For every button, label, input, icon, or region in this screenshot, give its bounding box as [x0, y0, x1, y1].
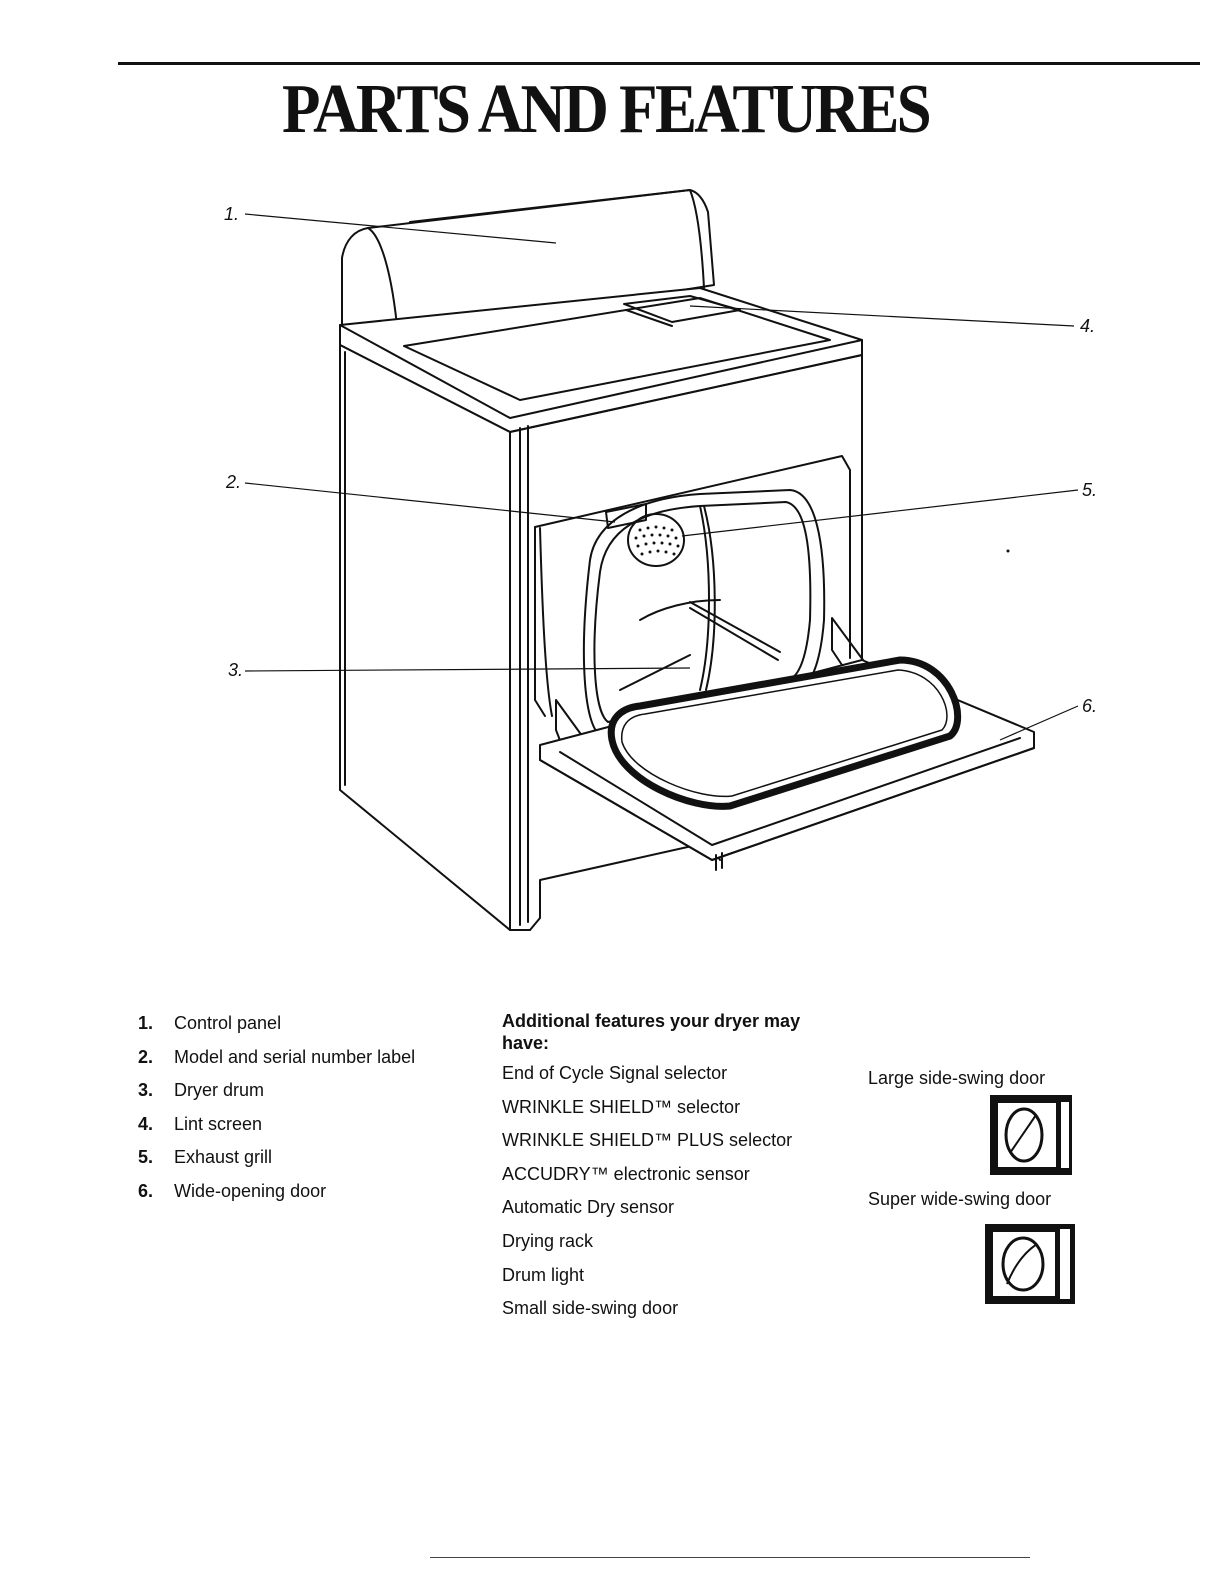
dryer-illustration — [244, 189, 1079, 931]
part-label: Lint screen — [174, 1113, 263, 1134]
super-wide-swing-door-icon — [985, 1224, 1075, 1304]
callout-3: 3. — [228, 660, 244, 680]
door-label: Super wide-swing door — [868, 1189, 1052, 1209]
callout-4: 4. — [1080, 316, 1096, 336]
list-item: 4. Lint screen — [138, 1111, 415, 1145]
callout-2: 2. — [226, 472, 242, 492]
part-label: Exhaust grill — [174, 1147, 273, 1168]
list-item: WRINKLE SHIELD™ selector — [502, 1096, 741, 1117]
list-item: 5. Exhaust grill — [138, 1144, 415, 1178]
large-side-swing-door: Large side-swing door — [868, 1065, 1088, 1091]
part-number: 6. — [138, 1180, 154, 1201]
additional-features: Additional features your dryer may have:… — [502, 1010, 852, 1329]
part-label: Control panel — [174, 1013, 282, 1033]
door-label: Large side-swing door — [868, 1068, 1046, 1088]
part-number: 1. — [138, 1013, 154, 1033]
list-item: 3. Dryer drum — [138, 1077, 415, 1111]
list-item: Small side-swing door — [502, 1298, 679, 1319]
list-item: End of Cycle Signal selector — [502, 1063, 728, 1083]
features-heading: Additional features your dryer may have: — [502, 1011, 801, 1053]
callout-1: 1. — [224, 204, 240, 224]
part-number: 5. — [138, 1147, 154, 1168]
callout-6: 6. — [1082, 696, 1098, 716]
part-label: Model and serial number label — [174, 1046, 416, 1067]
part-number: 2. — [138, 1046, 154, 1067]
list-item: Drying rack — [502, 1230, 594, 1251]
part-label: Dryer drum — [174, 1080, 265, 1101]
list-item: 6. Wide-opening door — [138, 1178, 415, 1212]
top-rule — [118, 62, 1200, 65]
large-side-swing-door-icon — [990, 1095, 1072, 1175]
part-label: Wide-opening door — [174, 1180, 327, 1201]
list-item: ACCUDRY™ electronic sensor — [502, 1163, 750, 1184]
list-item: Drum light — [502, 1264, 585, 1285]
list-item: WRINKLE SHIELD™ PLUS selector — [502, 1130, 793, 1151]
list-item: 1. Control panel — [138, 1010, 415, 1044]
part-number: 3. — [138, 1080, 154, 1101]
list-item: Automatic Dry sensor — [502, 1197, 675, 1218]
part-number: 4. — [138, 1113, 154, 1134]
list-item: 2. Model and serial number label — [138, 1044, 415, 1078]
callout-5: 5. — [1082, 480, 1098, 500]
bottom-rule — [430, 1557, 1030, 1558]
super-wide-swing-door: Super wide-swing door — [868, 1186, 1088, 1212]
parts-list: 1. Control panel 2. Model and serial numbe… — [138, 1010, 415, 1212]
features-list: End of Cycle Signal selector WRINKLE SHI… — [502, 1060, 852, 1329]
page-title: PARTS AND FEATURES — [282, 71, 932, 148]
